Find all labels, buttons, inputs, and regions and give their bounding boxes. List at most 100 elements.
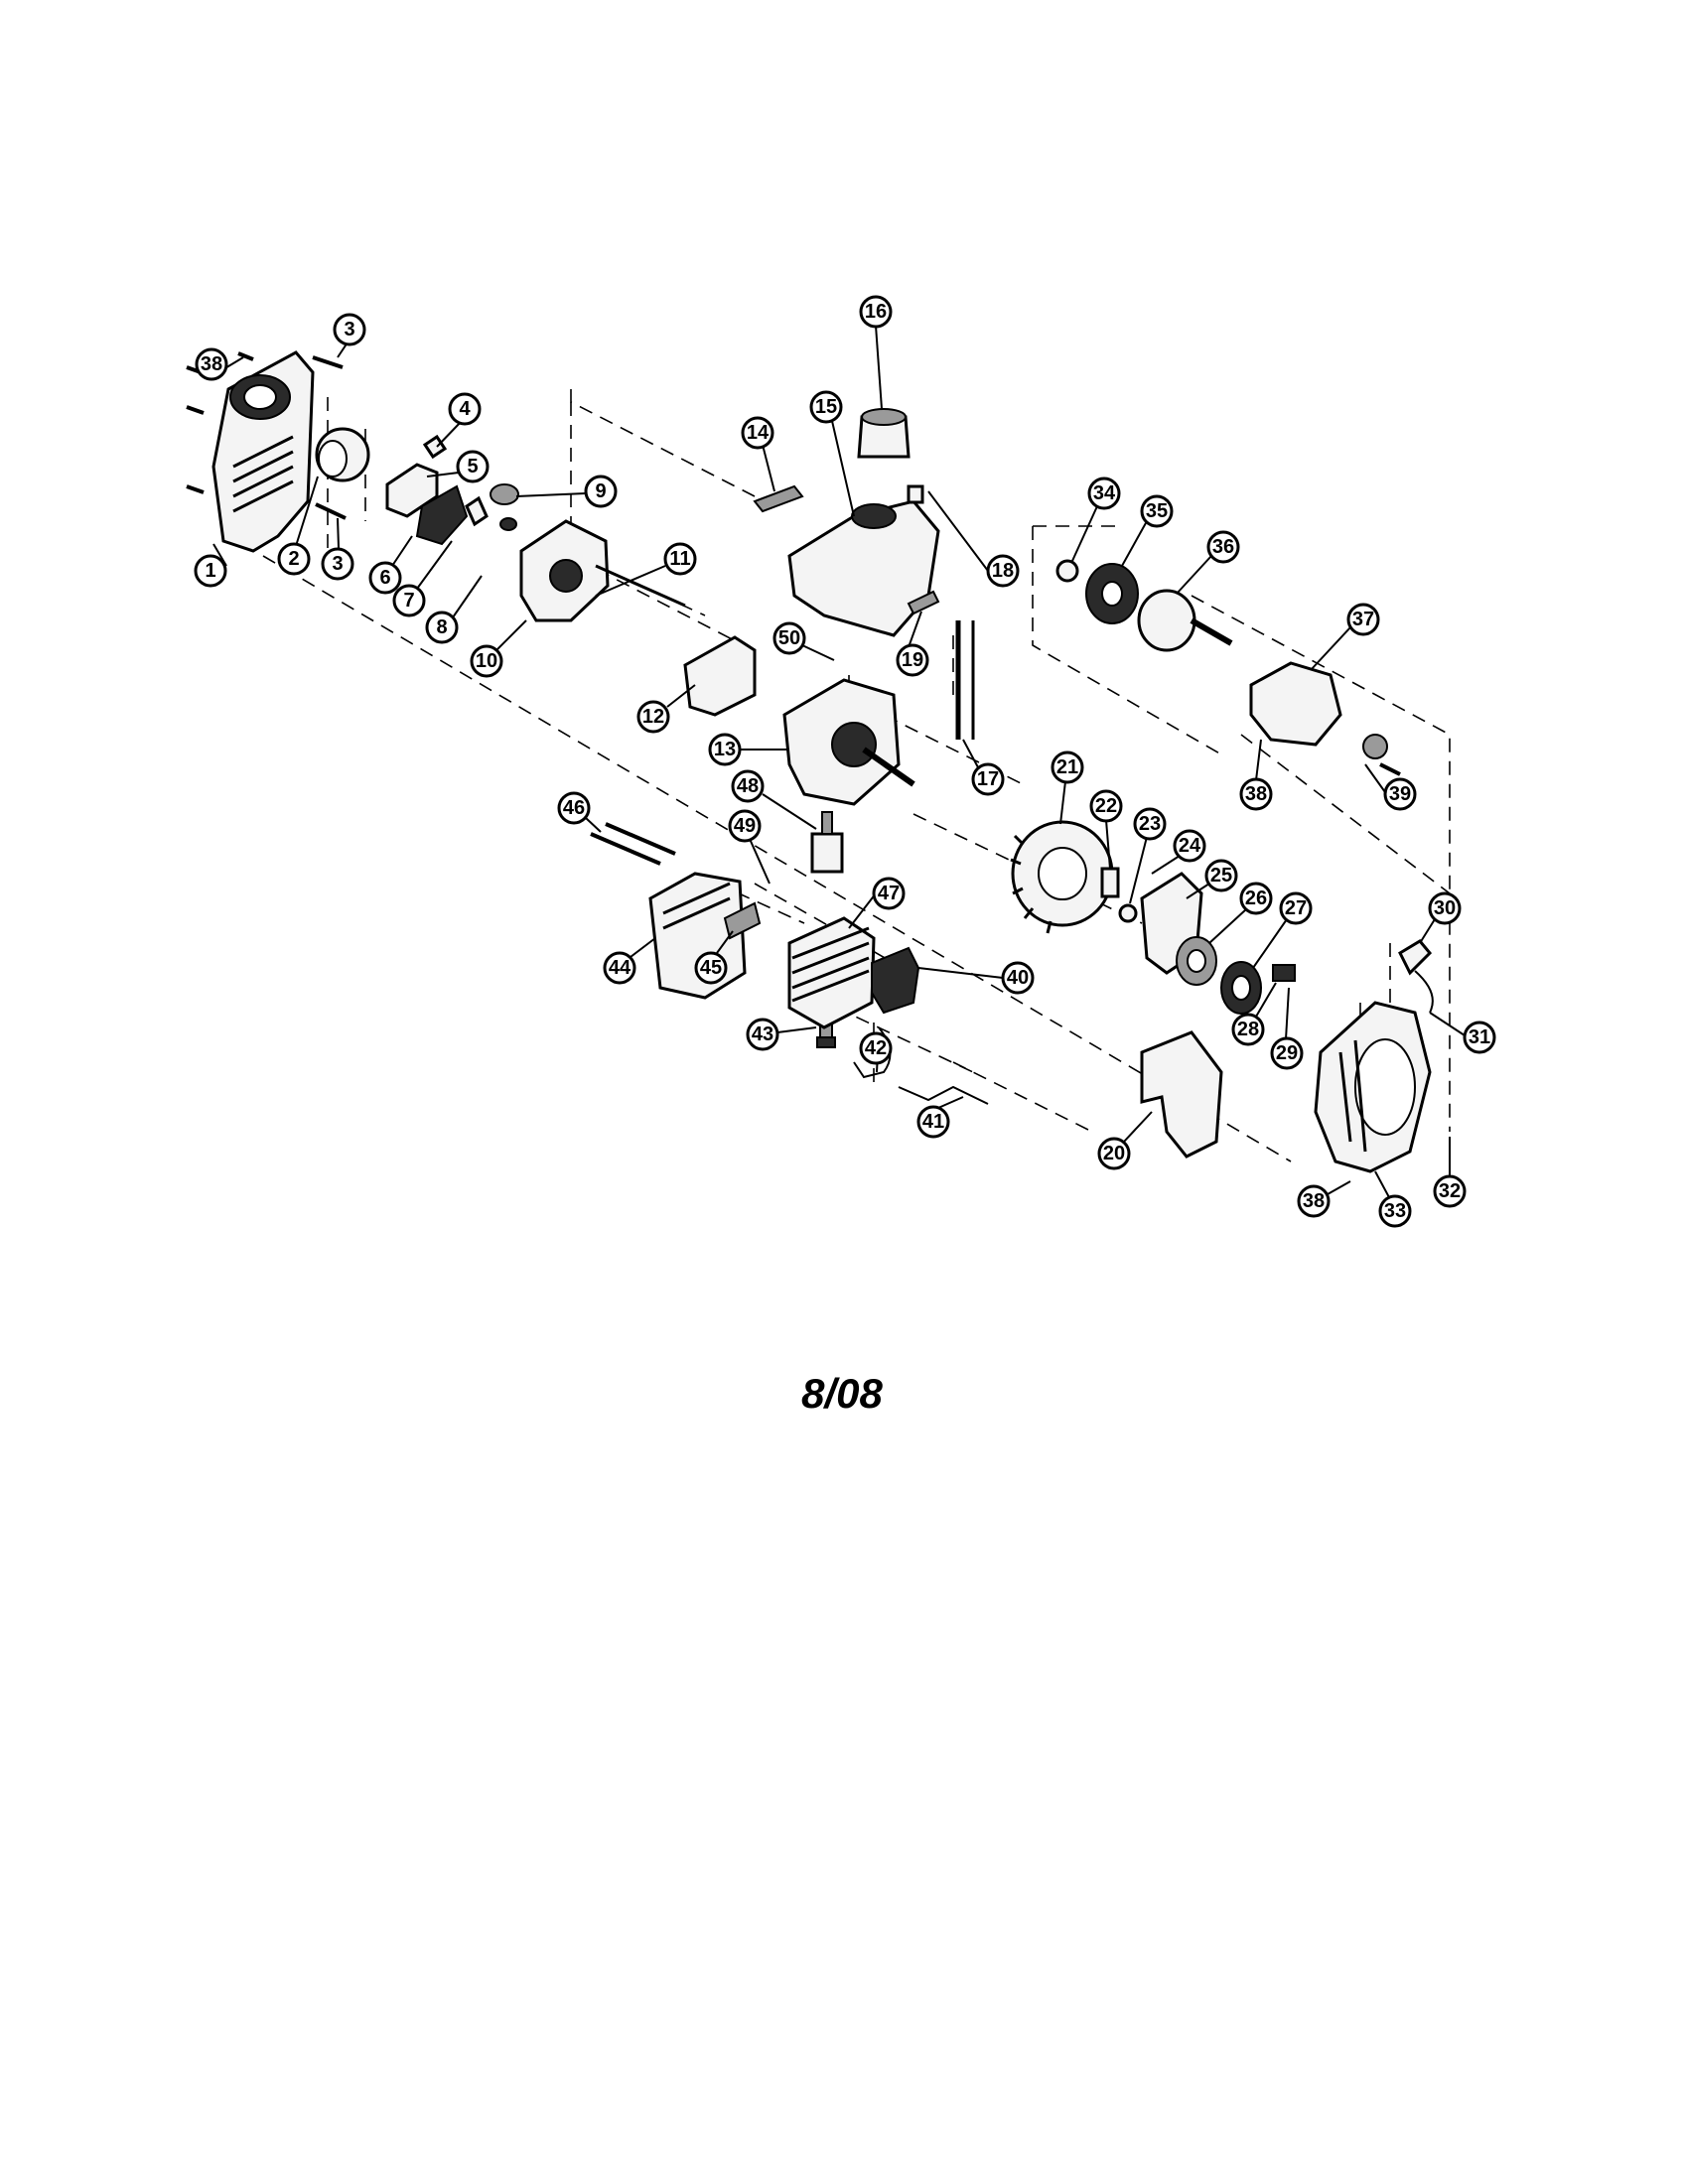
- callout-37: 37: [1310, 603, 1380, 671]
- callout-46: 46: [557, 791, 602, 833]
- choke-and-plates: [385, 434, 489, 546]
- svg-text:7: 7: [403, 590, 414, 612]
- svg-text:33: 33: [1384, 1200, 1406, 1222]
- svg-text:2: 2: [288, 548, 299, 570]
- callout-13: 13: [708, 733, 789, 766]
- muffler-gasket: [723, 901, 762, 940]
- svg-text:22: 22: [1095, 795, 1117, 817]
- svg-text:46: 46: [563, 797, 585, 819]
- callout-42: 42: [859, 1031, 893, 1073]
- callout-20: 20: [1097, 1111, 1153, 1170]
- svg-text:17: 17: [977, 768, 999, 790]
- svg-text:1: 1: [205, 560, 215, 582]
- crankcase: [782, 678, 915, 806]
- piston: [810, 811, 844, 874]
- parts: [186, 350, 1434, 1173]
- washer: [1118, 903, 1138, 923]
- callout-15: 15: [809, 390, 855, 517]
- svg-text:24: 24: [1179, 835, 1201, 857]
- callout-41: 41: [916, 1096, 964, 1139]
- callout-14: 14: [741, 416, 775, 492]
- svg-text:4: 4: [459, 398, 471, 420]
- spark-plug-boot: [853, 1026, 892, 1079]
- callout-47: 47: [848, 877, 906, 929]
- svg-text:36: 36: [1212, 536, 1234, 558]
- callout-16: 16: [859, 295, 893, 410]
- svg-text:28: 28: [1237, 1019, 1259, 1040]
- callout-48: 48: [731, 769, 817, 830]
- callout-36: 36: [1176, 530, 1240, 595]
- callout-50: 50: [772, 621, 835, 661]
- callout-17: 17: [962, 739, 1005, 796]
- muffler-bolt: [590, 832, 661, 866]
- svg-text:14: 14: [747, 422, 770, 444]
- svg-text:6: 6: [379, 567, 390, 589]
- heat-shield: [1140, 1030, 1223, 1159]
- svg-text:49: 49: [734, 815, 756, 837]
- cylinder: [787, 916, 876, 1029]
- svg-text:32: 32: [1439, 1180, 1461, 1202]
- clutch: [1085, 563, 1139, 624]
- svg-text:26: 26: [1245, 887, 1267, 909]
- svg-text:3: 3: [332, 553, 343, 575]
- svg-text:27: 27: [1285, 897, 1307, 919]
- revision-date: 8/08: [801, 1370, 883, 1417]
- starter-pin: [1100, 867, 1120, 898]
- callout-27: 27: [1252, 891, 1313, 969]
- callout-21: 21: [1051, 751, 1084, 825]
- tank-clip: [753, 484, 804, 513]
- grommet: [907, 484, 924, 504]
- svg-text:42: 42: [865, 1037, 887, 1059]
- svg-text:10: 10: [476, 650, 497, 672]
- svg-text:44: 44: [609, 957, 632, 979]
- callout-2: 2: [277, 476, 319, 576]
- svg-text:11: 11: [669, 548, 690, 570]
- svg-text:40: 40: [1007, 967, 1029, 989]
- svg-text:25: 25: [1210, 865, 1232, 887]
- fuel-tank: [787, 499, 940, 637]
- svg-text:35: 35: [1146, 500, 1168, 522]
- callout-23: 23: [1129, 807, 1167, 904]
- filter-element: [315, 427, 370, 482]
- svg-text:15: 15: [815, 396, 837, 418]
- air-filter-cover: [211, 350, 315, 553]
- svg-text:38: 38: [1303, 1190, 1325, 1212]
- callout-35: 35: [1121, 494, 1174, 567]
- svg-text:23: 23: [1139, 813, 1161, 835]
- svg-text:48: 48: [737, 775, 759, 797]
- svg-text:20: 20: [1103, 1143, 1125, 1164]
- callout-44: 44: [603, 937, 656, 985]
- callout-3b: 3: [321, 517, 354, 581]
- rewind-spring: [1220, 961, 1262, 1015]
- callout-7: 7: [392, 540, 453, 617]
- callout-19: 19: [896, 611, 929, 677]
- callout-40: 40: [917, 961, 1035, 995]
- tank-bracket: [907, 590, 940, 615]
- callout-11: 11: [595, 542, 697, 597]
- callout-29: 29: [1270, 987, 1304, 1070]
- callout-28: 28: [1231, 982, 1277, 1046]
- callout-33: 33: [1374, 1170, 1412, 1228]
- throttle-cable: [1414, 970, 1434, 1014]
- clutch-drum: [1137, 589, 1233, 652]
- flywheel: [1010, 820, 1114, 934]
- callout-1: 1: [194, 543, 227, 588]
- screws: [186, 351, 347, 520]
- callout-25: 25: [1186, 859, 1238, 899]
- svg-text:38: 38: [1245, 783, 1267, 805]
- callout-22: 22: [1089, 789, 1123, 870]
- svg-text:8: 8: [436, 616, 447, 638]
- svg-text:37: 37: [1352, 609, 1374, 630]
- callout-34: 34: [1071, 477, 1121, 562]
- fuel-cap: [857, 408, 911, 459]
- callout-38a: 38: [195, 347, 244, 381]
- callouts: 1 2 3 3 4 5 6 7 8 9 10 11 12 13 14 15 16…: [194, 295, 1496, 1228]
- primer-bulb: [490, 483, 519, 531]
- callout-32: 32: [1433, 1137, 1467, 1208]
- callout-38c: 38: [1297, 1180, 1351, 1218]
- callout-4: 4: [436, 392, 482, 448]
- callout-26: 26: [1208, 882, 1273, 944]
- callout-38b: 38: [1239, 739, 1273, 811]
- svg-text:34: 34: [1093, 482, 1116, 504]
- callout-43: 43: [746, 1018, 817, 1051]
